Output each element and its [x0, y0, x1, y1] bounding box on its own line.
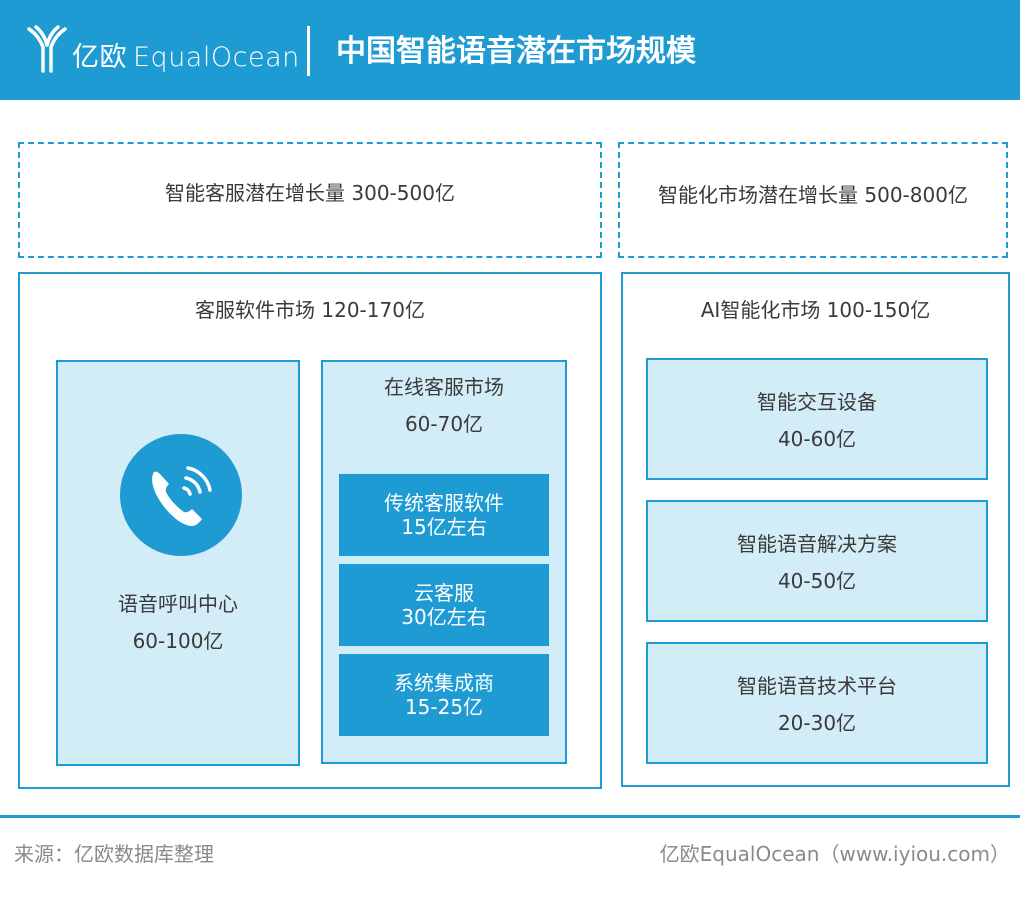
online-service-name: 在线客服市场: [384, 375, 504, 399]
intelligent-market-potential-label: 智能化市场潜在增长量 500-800亿: [658, 183, 968, 207]
intelligent-market-potential-box: 智能化市场潜在增长量 500-800亿: [618, 142, 1008, 258]
logo-text-cn: 亿欧: [72, 42, 127, 73]
software-market-box: 客服软件市场 120-170亿 语音呼叫中心 60-100亿 在线客服市场 60…: [18, 272, 602, 789]
online-item-traditional: 传统客服软件 15亿左右: [339, 474, 549, 556]
online-item-name: 传统客服软件: [384, 491, 504, 515]
online-item-text: 系统集成商 15-25亿: [339, 671, 549, 719]
logo-text-en: EqualOcean: [133, 42, 300, 73]
ai-item-value: 40-60亿: [777, 427, 857, 451]
credit-note: 亿欧EqualOcean（www.iyiou.com）: [659, 842, 1010, 866]
ai-item-interaction-devices: 智能交互设备 40-60亿: [646, 358, 988, 480]
call-center-value: 60-100亿: [132, 629, 224, 653]
phone-icon: [120, 434, 242, 556]
call-center-box: 语音呼叫中心 60-100亿: [56, 360, 300, 766]
online-item-value: 30亿左右: [401, 605, 487, 629]
phone-icon-graphic: [152, 466, 212, 526]
equalocean-logo-icon: [27, 25, 67, 73]
online-service-value: 60-70亿: [404, 412, 484, 436]
ai-market-title: AI智能化市场 100-150亿: [700, 298, 931, 322]
ai-market-box: AI智能化市场 100-150亿 智能交互设备 40-60亿 智能语音解决方案 …: [621, 272, 1010, 787]
ai-item-solutions: 智能语音解决方案 40-50亿: [646, 500, 988, 622]
page-title: 中国智能语音潜在市场规模: [336, 34, 696, 69]
ai-item-name: 智能交互设备: [757, 390, 877, 414]
ai-item-tech-platform: 智能语音技术平台 20-30亿: [646, 642, 988, 764]
online-item-value: 15亿左右: [401, 515, 487, 539]
customer-service-potential-box: 智能客服潜在增长量 300-500亿: [18, 142, 602, 258]
footer-divider: [0, 815, 1020, 818]
ai-item-value: 20-30亿: [777, 711, 857, 735]
online-item-integrator: 系统集成商 15-25亿: [339, 654, 549, 736]
online-item-text: 云客服 30亿左右: [339, 581, 549, 629]
customer-service-potential-label: 智能客服潜在增长量 300-500亿: [165, 181, 455, 205]
online-item-name: 云客服: [414, 581, 474, 605]
ai-item-value: 40-50亿: [777, 569, 857, 593]
header-divider: [307, 26, 310, 76]
online-service-box: 在线客服市场 60-70亿 传统客服软件 15亿左右 云客服 30亿左右 系统集…: [321, 360, 567, 764]
call-center-name: 语音呼叫中心: [118, 592, 238, 616]
source-note: 来源：亿欧数据库整理: [14, 842, 214, 866]
ai-item-name: 智能语音技术平台: [737, 674, 897, 698]
software-market-title: 客服软件市场 120-170亿: [195, 298, 425, 322]
online-item-name: 系统集成商: [394, 671, 494, 695]
online-item-value: 15-25亿: [404, 695, 484, 719]
ai-item-name: 智能语音解决方案: [737, 532, 897, 556]
online-item-cloud: 云客服 30亿左右: [339, 564, 549, 646]
online-item-text: 传统客服软件 15亿左右: [339, 491, 549, 539]
